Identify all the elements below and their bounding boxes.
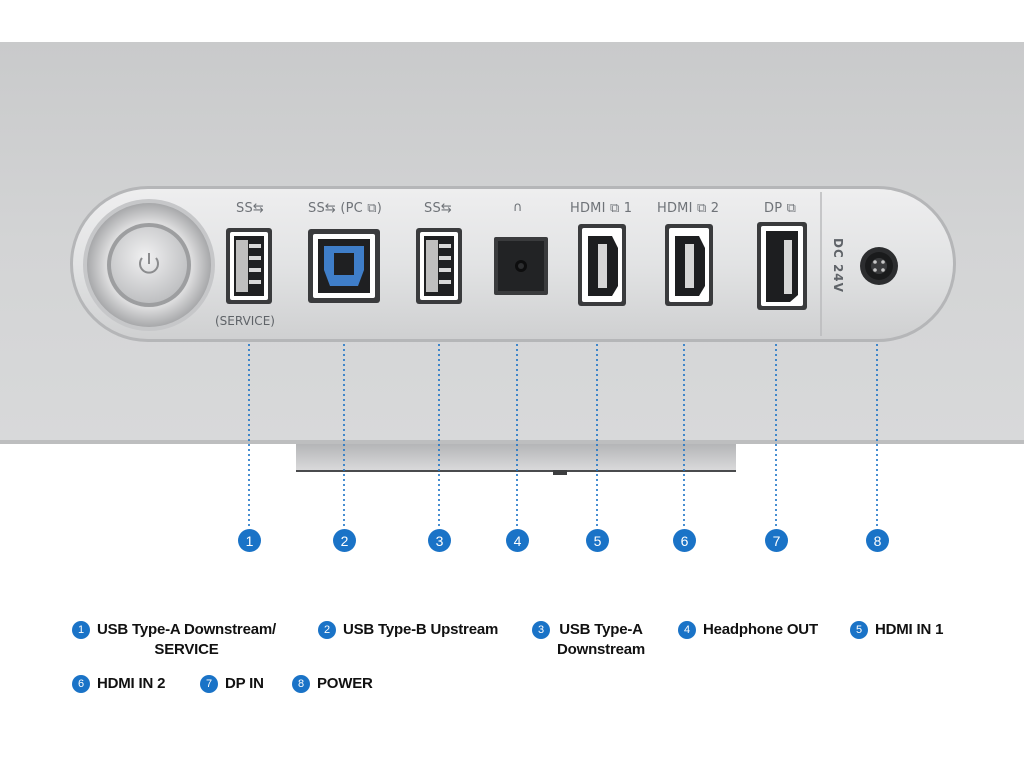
legend-text-7: DP IN — [225, 675, 264, 692]
legend-text-4: Headphone OUT — [703, 621, 818, 638]
legend-text-8: POWER — [317, 675, 373, 692]
power-button — [111, 227, 187, 303]
leader-lines — [248, 344, 878, 528]
legend-badge-8: 8 — [292, 675, 310, 693]
legend-badge-2: 2 — [318, 621, 336, 639]
hdmi-port-1 — [578, 224, 626, 306]
legend-text-2: USB Type-B Upstream — [343, 621, 499, 638]
legend-item-2: 2 USB Type-B Upstream — [318, 620, 498, 640]
legend-item-5: 5 HDMI IN 1 — [850, 620, 943, 640]
usb-b-port — [308, 229, 380, 303]
headphone-jack — [494, 237, 548, 295]
legend-text-1-line2: SERVICE — [154, 641, 219, 658]
legend-text-3-line1: USB Type-A — [559, 621, 643, 638]
callout-8: 8 — [866, 529, 889, 552]
legend-text-3: USB Type-A Downstream — [557, 620, 645, 660]
usb-a-port-2 — [416, 228, 462, 304]
legend-item-3: 3 USB Type-A Downstream — [532, 620, 645, 660]
legend-item-7: 7 DP IN — [200, 674, 264, 694]
legend-text-3-line2: Downstream — [557, 641, 646, 658]
dc-24v-label: DC 24V — [831, 238, 845, 293]
legend-badge-3: 3 — [532, 621, 550, 639]
displayport-port — [757, 222, 807, 310]
usb-a-2-label: SS⇆ — [424, 201, 452, 216]
callout-3: 3 — [428, 529, 451, 552]
usb-a-port-1 — [226, 228, 272, 304]
usb-a-1-label: SS⇆ — [236, 201, 264, 216]
legend-badge-6: 6 — [72, 675, 90, 693]
legend-item-6: 6 HDMI IN 2 — [72, 674, 165, 694]
hdmi-2-label: HDMI ⧉ 2 — [657, 201, 720, 216]
hdmi-1-label: HDMI ⧉ 1 — [570, 201, 633, 216]
legend-item-1: 1 USB Type-A Downstream/ SERVICE — [72, 620, 276, 660]
callout-2: 2 — [333, 529, 356, 552]
usb-b-label: SS⇆ (PC ⧉) — [308, 201, 383, 216]
legend-badge-5: 5 — [850, 621, 868, 639]
legend-text-1-line1: USB Type-A Downstream/ — [97, 621, 276, 638]
dc-power-jack — [860, 247, 898, 285]
legend-text-5: HDMI IN 1 — [875, 621, 944, 638]
legend-item-8: 8 POWER — [292, 674, 373, 694]
legend-item-4: 4 Headphone OUT — [678, 620, 818, 640]
callout-7: 7 — [765, 529, 788, 552]
callout-6: 6 — [673, 529, 696, 552]
callout-1: 1 — [238, 529, 261, 552]
legend-text-6: HDMI IN 2 — [97, 675, 166, 692]
stand — [296, 444, 736, 472]
callout-5: 5 — [586, 529, 609, 552]
legend-badge-7: 7 — [200, 675, 218, 693]
headphone-label: ∩ — [513, 200, 523, 215]
legend-badge-1: 1 — [72, 621, 90, 639]
power-icon — [139, 257, 159, 274]
service-label: (SERVICE) — [215, 314, 275, 328]
callout-4: 4 — [506, 529, 529, 552]
dp-label: DP ⧉ — [764, 201, 797, 216]
legend-badge-4: 4 — [678, 621, 696, 639]
legend-text-1: USB Type-A Downstream/ SERVICE — [97, 620, 276, 660]
hdmi-port-2 — [665, 224, 713, 306]
